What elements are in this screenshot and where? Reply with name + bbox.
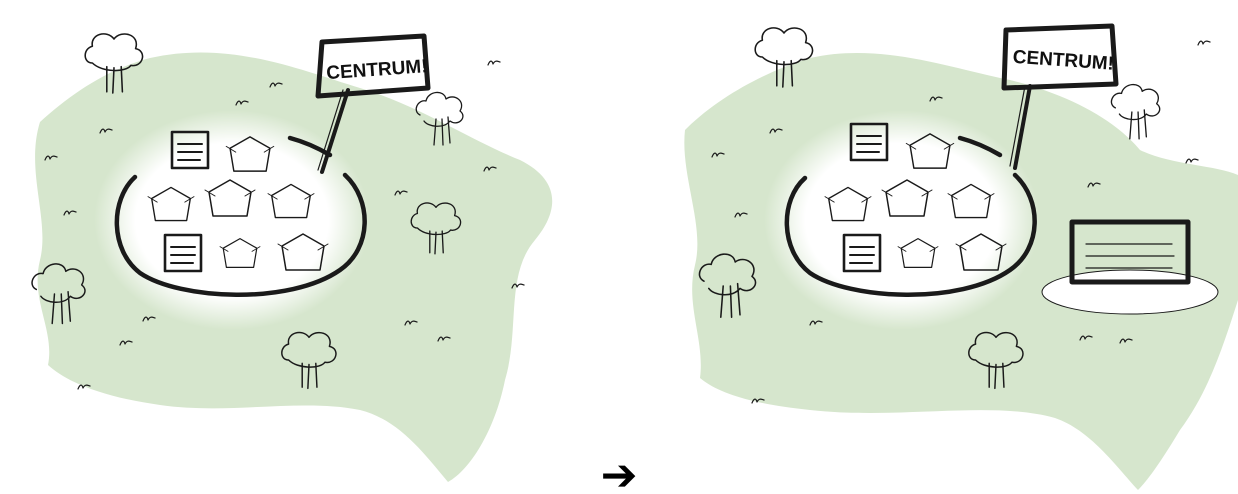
transition-arrow-icon: ➔ bbox=[601, 450, 638, 494]
grass-icon bbox=[1186, 159, 1198, 163]
panel-before: CENTRUM! bbox=[32, 34, 552, 482]
plaza-glow bbox=[94, 110, 370, 330]
sign-text: CENTRUM! bbox=[1012, 47, 1115, 75]
plaza-glow bbox=[764, 110, 1040, 330]
panel-after: CENTRUM! bbox=[684, 26, 1238, 490]
sign-text: CENTRUM! bbox=[326, 56, 429, 84]
grass-icon bbox=[1198, 41, 1210, 45]
grass-icon bbox=[488, 61, 500, 65]
